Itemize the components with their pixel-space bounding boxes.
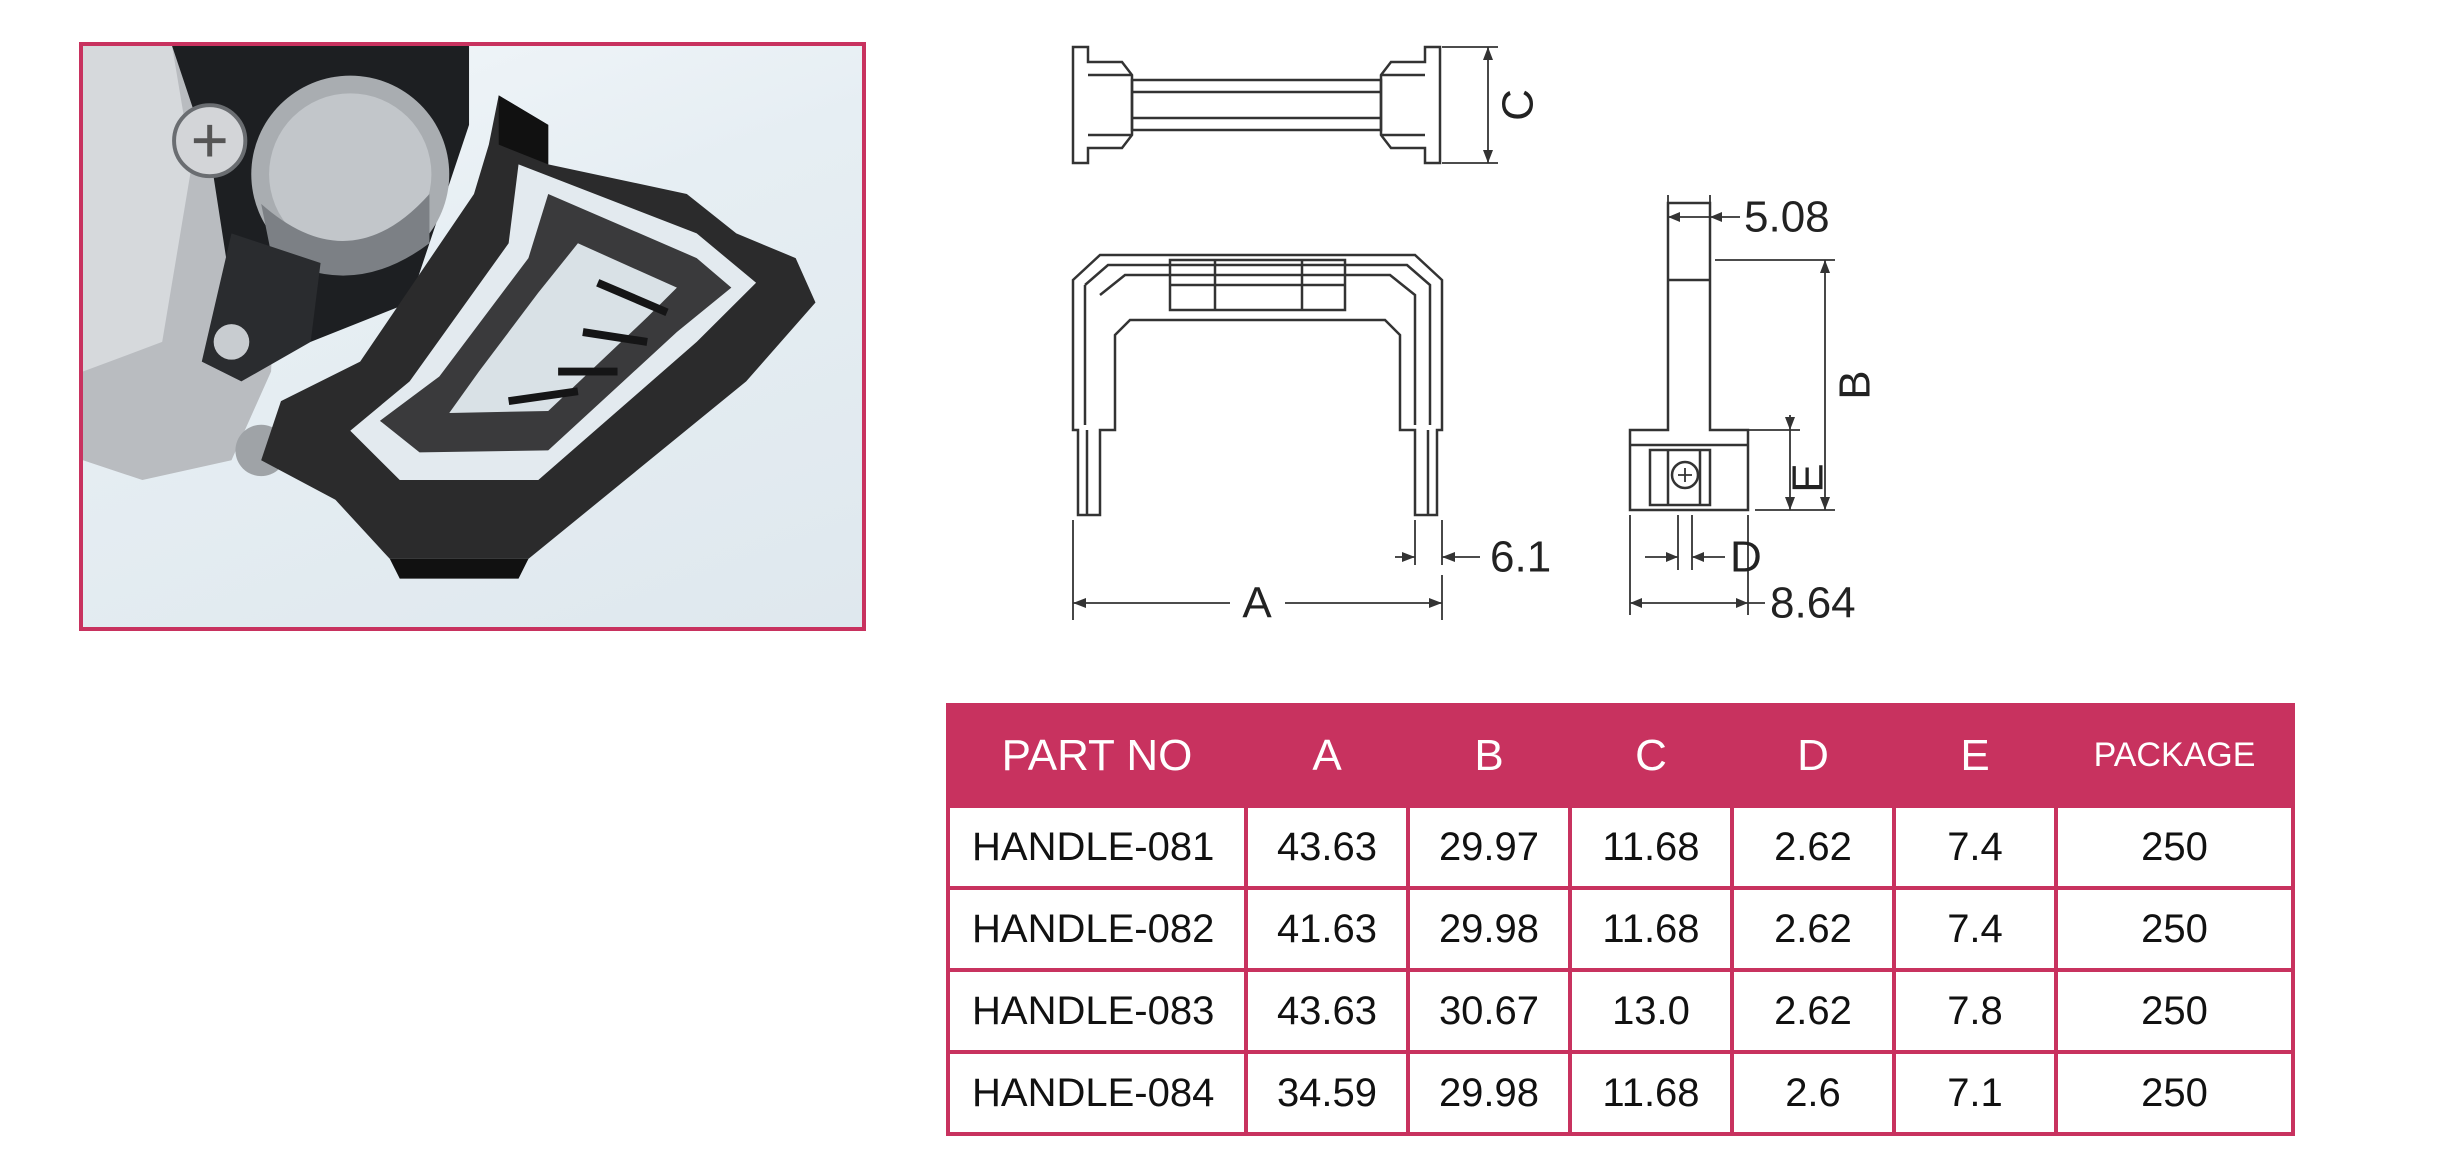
header-package: PACKAGE <box>2054 703 2295 808</box>
cell-package: 250 <box>2054 968 2295 1054</box>
cell-a: 43.63 <box>1244 968 1410 1054</box>
side-view-drawing: 5.08 B E D 8.64 <box>1610 185 1930 628</box>
cell-d: 2.62 <box>1730 886 1896 972</box>
cell-d: 2.6 <box>1730 1050 1896 1136</box>
dim-label-b: B <box>1831 370 1880 399</box>
header-e: E <box>1892 703 2058 808</box>
top-view-drawing: C <box>1040 30 1560 180</box>
handle-photo-illustration <box>83 46 816 579</box>
front-view-drawing: 6.1 A <box>1040 245 1600 628</box>
cell-package: 250 <box>2054 886 2295 972</box>
header-a: A <box>1244 703 1410 808</box>
cell-c: 11.68 <box>1568 1050 1734 1136</box>
product-photo <box>79 42 866 631</box>
dim-label-a: A <box>1242 579 1272 628</box>
spec-table: PART NO A B C D E PACKAGE HANDLE-081 43.… <box>946 703 2295 1136</box>
cell-d: 2.62 <box>1730 804 1896 890</box>
table-row: HANDLE-081 43.63 29.97 11.68 2.62 7.4 25… <box>946 804 2295 890</box>
header-part-no: PART NO <box>946 703 1248 808</box>
table-row: HANDLE-084 34.59 29.98 11.68 2.6 7.1 250 <box>946 1050 2295 1136</box>
dim-label-d: D <box>1730 533 1762 582</box>
cell-e: 7.4 <box>1892 886 2058 972</box>
table-header-row: PART NO A B C D E PACKAGE <box>946 703 2295 808</box>
cell-package: 250 <box>2054 804 2295 890</box>
dim-label-c: C <box>1494 89 1543 121</box>
cell-package: 250 <box>2054 1050 2295 1136</box>
header-b: B <box>1406 703 1572 808</box>
cell-d: 2.62 <box>1730 968 1896 1054</box>
cell-a: 43.63 <box>1244 804 1410 890</box>
cell-b: 29.97 <box>1406 804 1572 890</box>
table-row: HANDLE-082 41.63 29.98 11.68 2.62 7.4 25… <box>946 886 2295 972</box>
dim-label-8-64: 8.64 <box>1770 579 1856 628</box>
dim-label-e: E <box>1784 463 1833 492</box>
cell-b: 30.67 <box>1406 968 1572 1054</box>
cell-c: 11.68 <box>1568 886 1734 972</box>
cell-part-no: HANDLE-082 <box>946 886 1248 972</box>
cell-e: 7.1 <box>1892 1050 2058 1136</box>
cell-part-no: HANDLE-083 <box>946 968 1248 1054</box>
cell-a: 41.63 <box>1244 886 1410 972</box>
header-d: D <box>1730 703 1896 808</box>
dim-label-5-08: 5.08 <box>1744 193 1830 242</box>
cell-a: 34.59 <box>1244 1050 1410 1136</box>
table-row: HANDLE-083 43.63 30.67 13.0 2.62 7.8 250 <box>946 968 2295 1054</box>
cell-part-no: HANDLE-084 <box>946 1050 1248 1136</box>
cell-b: 29.98 <box>1406 886 1572 972</box>
cell-e: 7.8 <box>1892 968 2058 1054</box>
cell-e: 7.4 <box>1892 804 2058 890</box>
header-c: C <box>1568 703 1734 808</box>
cell-c: 11.68 <box>1568 804 1734 890</box>
dim-label-6-1: 6.1 <box>1490 533 1551 582</box>
cell-b: 29.98 <box>1406 1050 1572 1136</box>
cell-part-no: HANDLE-081 <box>946 804 1248 890</box>
cell-c: 13.0 <box>1568 968 1734 1054</box>
